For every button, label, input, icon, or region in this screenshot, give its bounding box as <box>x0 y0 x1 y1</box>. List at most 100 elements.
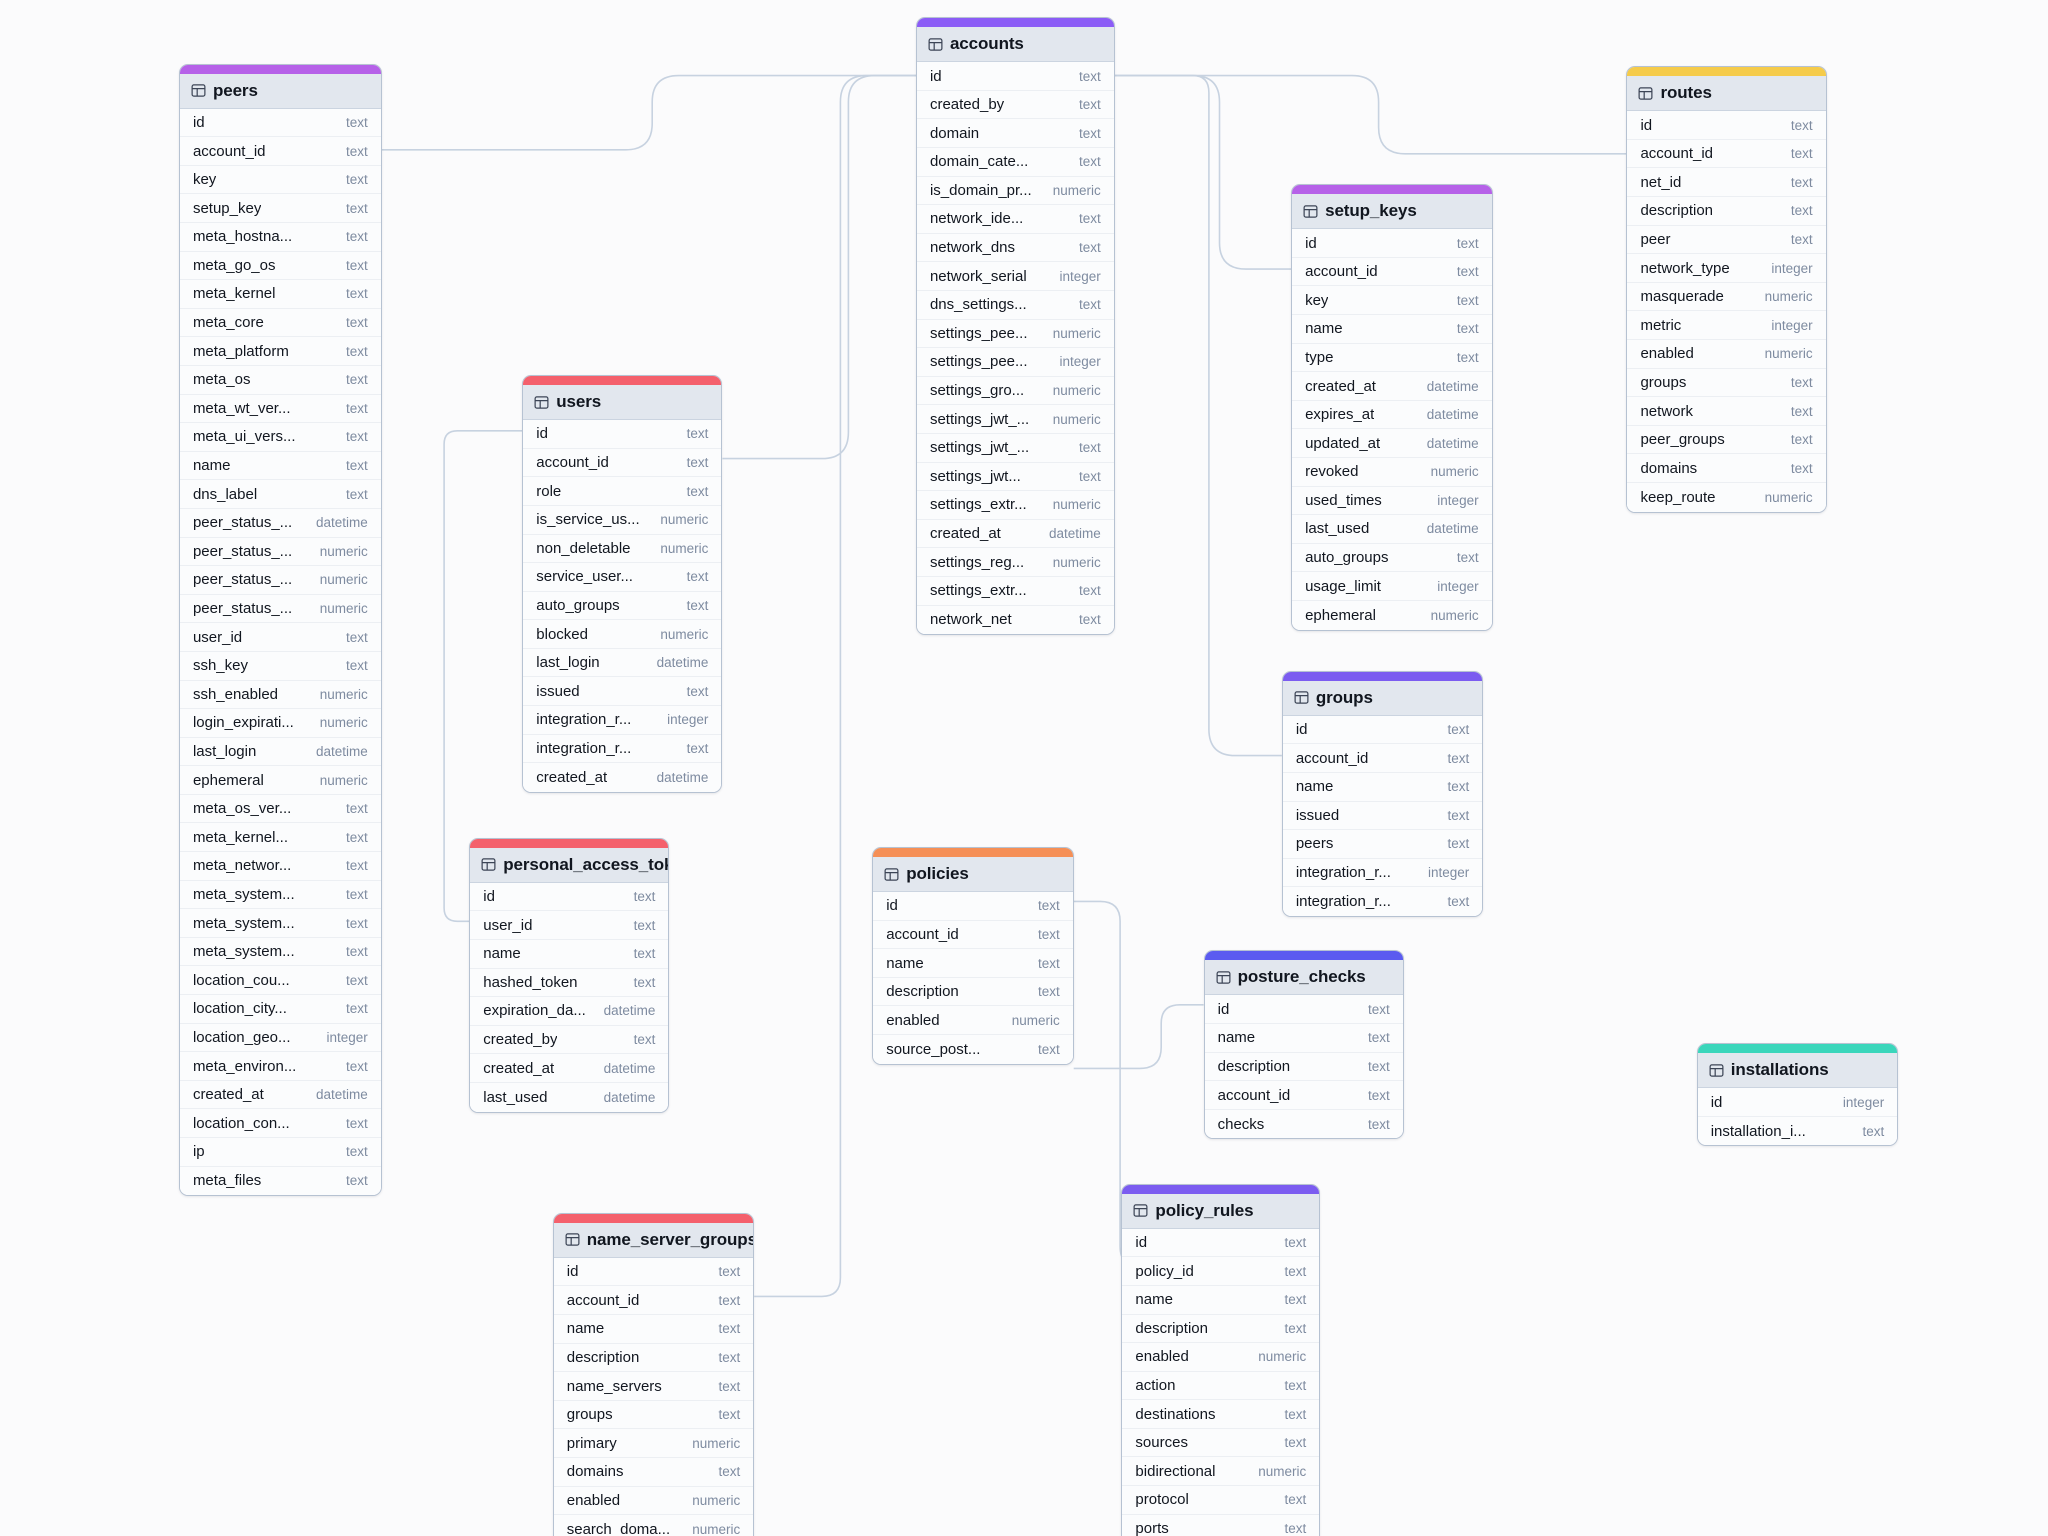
table-header-policy_rules[interactable]: policy_rules <box>1122 1193 1320 1229</box>
table-header-peers[interactable]: peers <box>179 73 381 109</box>
field-row[interactable]: integration_r...integer <box>523 706 722 735</box>
field-row[interactable]: location_geo...integer <box>179 1023 381 1053</box>
table-header-setup_keys[interactable]: setup_keys <box>1292 194 1492 230</box>
field-row[interactable]: meta_system...text <box>179 937 381 967</box>
field-row[interactable]: location_cou...text <box>179 966 381 996</box>
table-header-posture_checks[interactable]: posture_checks <box>1204 960 1403 996</box>
field-row[interactable]: dns_settings...text <box>916 290 1114 320</box>
field-row[interactable]: location_con...text <box>179 1109 381 1138</box>
field-row[interactable]: settings_pee...numeric <box>916 319 1114 349</box>
table-header-personal_access_tokens[interactable]: personal_access_tokens <box>470 847 669 883</box>
field-row[interactable]: peer_status_...numeric <box>179 537 381 567</box>
field-row[interactable]: meta_wt_ver...text <box>179 394 381 424</box>
table-header-accounts[interactable]: accounts <box>916 27 1114 63</box>
field-row[interactable]: settings_reg...numeric <box>916 548 1114 577</box>
table-node-personal_access_tokens[interactable]: personal_access_tokensidtextuser_idtextn… <box>469 837 670 1113</box>
field-row[interactable]: meta_system...text <box>179 880 381 910</box>
field-row[interactable]: peer_status_...numeric <box>179 566 381 595</box>
field-row[interactable]: meta_ui_vers...text <box>179 423 381 452</box>
field-row[interactable]: settings_extr...text <box>916 576 1114 606</box>
field-row[interactable]: meta_system...text <box>179 909 381 938</box>
field-row[interactable]: integration_r...integer <box>1282 858 1483 888</box>
field-row[interactable]: expiration_da...datetime <box>470 997 669 1026</box>
field-row[interactable]: installation_i...text <box>1697 1116 1898 1146</box>
field-row[interactable]: settings_pee...integer <box>916 348 1114 377</box>
